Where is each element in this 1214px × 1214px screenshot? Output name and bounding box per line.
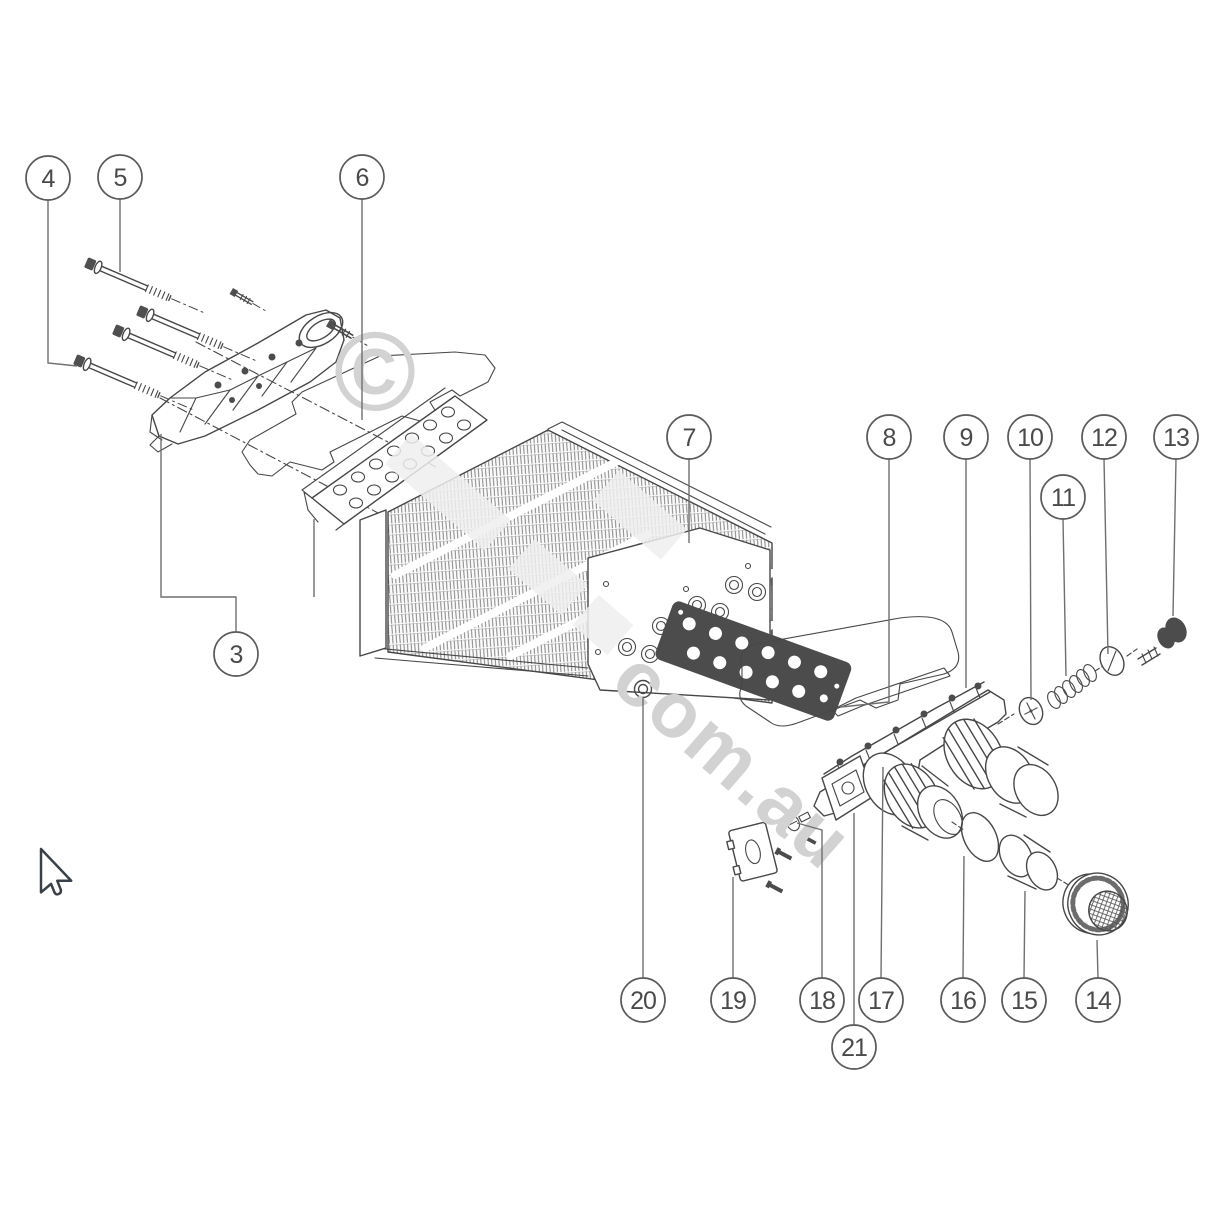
callout-circle-5 [97, 154, 143, 200]
callout-circle-17 [858, 977, 904, 1023]
callout-label-8: 8 [883, 424, 896, 452]
callout-label-18: 18 [809, 987, 835, 1015]
leader-line-4 [47, 200, 78, 367]
leader-line-3 [160, 434, 237, 632]
mouse-cursor-icon [39, 847, 73, 896]
leader-line-12 [1103, 458, 1109, 655]
callout-circle-14 [1075, 977, 1121, 1023]
watermark-copyright-icon: © [334, 309, 417, 434]
callout-circle-3 [213, 631, 259, 677]
callout-label-13: 13 [1163, 424, 1189, 452]
callout-label-15: 15 [1011, 987, 1037, 1015]
callout-circle-16 [940, 977, 986, 1023]
coupling-nut-bottom [862, 752, 964, 841]
callout-label-7: 7 [683, 424, 696, 452]
axis-dashes [997, 648, 1138, 725]
callout-circle-21 [831, 1024, 877, 1070]
callout-circle-10 [1007, 414, 1053, 460]
callout-circle-18 [799, 977, 845, 1023]
long-bolt [110, 322, 236, 387]
leader-line-16 [962, 855, 965, 979]
burner-gasket [241, 351, 496, 477]
o-ring-small [633, 679, 653, 699]
baffle-plate-dark [655, 601, 852, 721]
callout-circle-9 [943, 414, 989, 460]
callout-label-19: 19 [720, 987, 746, 1015]
sleeve-coupling [998, 834, 1059, 891]
core-back-plate [547, 421, 772, 535]
leader-line-10 [1029, 458, 1032, 701]
leader-line-8 [840, 459, 890, 708]
strainer-cap [1062, 872, 1129, 936]
callout-circle-7 [666, 414, 712, 460]
callout-circle-12 [1081, 414, 1127, 460]
small-screw [228, 287, 271, 316]
o-ring-large [960, 812, 1000, 862]
leader-lines [47, 199, 1177, 1025]
callout-label-12: 12 [1091, 424, 1117, 452]
callout-label-11: 11 [1051, 484, 1075, 512]
callout-label-10: 10 [1017, 424, 1043, 452]
leader-line-13 [1172, 458, 1177, 617]
gasket-tongue [831, 667, 951, 717]
burner-bracket-casting [149, 309, 345, 453]
callout-label-16: 16 [950, 987, 976, 1015]
long-bolt [134, 303, 260, 368]
coupling-nut-top [942, 718, 1059, 818]
callout-circle-8 [866, 414, 912, 460]
callout-label-21: 21 [841, 1034, 867, 1062]
leader-line-15 [1023, 890, 1026, 979]
long-bolt [71, 352, 197, 417]
callout-label-9: 9 [960, 424, 973, 452]
callout-balloons: 3 4 5 6 7 8 9 10 11 12 13 14 15 16 17 18 19 20 21 [25, 154, 1199, 1070]
mounting-bracket [726, 821, 793, 894]
bracket-screws [765, 847, 793, 894]
plug-screw [1137, 617, 1187, 666]
callout-circle-20 [620, 977, 666, 1023]
spring [1047, 664, 1097, 709]
callout-label-14: 14 [1085, 987, 1112, 1015]
callout-label-4: 4 [42, 165, 56, 193]
callout-circle-13 [1153, 414, 1199, 460]
watermark-hidden-letter-bands [385, 433, 688, 656]
water-manifold [813, 681, 1059, 841]
callout-label-6: 6 [356, 164, 369, 192]
callout-circle-4 [25, 155, 71, 201]
leader-line-14 [1096, 939, 1099, 979]
callout-circle-19 [710, 977, 756, 1023]
manifold-gasket [739, 616, 960, 727]
retainer-clip [785, 811, 817, 845]
callout-circle-15 [1001, 977, 1047, 1023]
end-plate-left [359, 509, 387, 657]
o-ring-flat [1099, 646, 1125, 676]
callout-label-5: 5 [114, 164, 127, 192]
callout-circle-11 [1040, 474, 1086, 520]
leader-line-18 [796, 822, 823, 978]
callout-label-17: 17 [868, 987, 894, 1015]
callout-circle-6 [339, 154, 385, 200]
callout-label-20: 20 [630, 987, 656, 1015]
washer-disc [1018, 696, 1044, 726]
callout-label-3: 3 [230, 641, 243, 669]
leader-line-17 [880, 766, 884, 979]
leader-line-11 [1062, 518, 1067, 677]
